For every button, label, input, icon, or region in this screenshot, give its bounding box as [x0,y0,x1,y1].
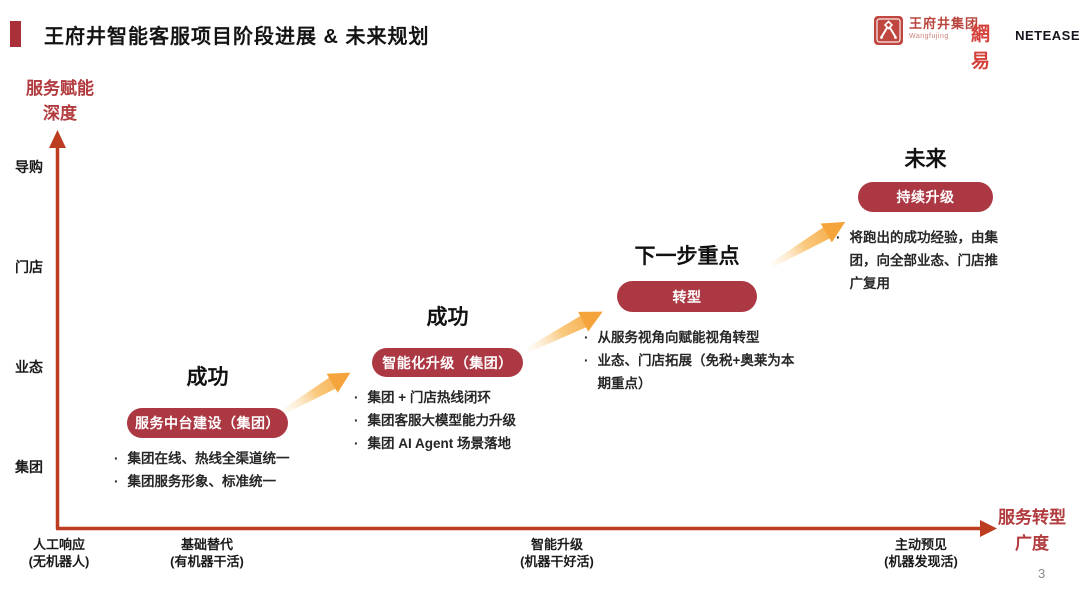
stage1-pill: 服务中台建设（集团） [127,408,288,438]
bullet-item: 集团 + 门店热线闭环 [354,386,516,409]
y-tick-mendian: 门店 [15,259,43,275]
x-tick-manual-response: 人工响应 (无机器人) [28,537,90,569]
stage2-bullets: 集团 + 门店热线闭环 集团客服大模型能力升级 集团 AI Agent 场景落地 [354,386,517,455]
y-axis-arrowhead [49,130,66,148]
y-tick-daogou: 导购 [15,159,43,175]
stage2-pill: 智能化升级（集团） [372,348,523,377]
bullet-item: 将跑出的成功经验，由集团，向全部业态、门店推广复用 [836,226,1008,295]
netease-en-wordmark: NETEASE [1015,28,1080,43]
stage2-heading: 成功 [426,306,469,329]
bullet-item: 集团服务形象、标准统一 [114,470,290,493]
y-tick-yetai: 业态 [15,359,43,375]
x-tick-proactive-foresight: 主动预见 (机器发现活) [884,537,958,569]
stage3-pill: 转型 [617,281,757,312]
x-tick-intelligent-upgrade: 智能升级 (机器干好活) [520,537,594,569]
title-accent-bar [10,21,21,47]
wangfujing-name: 王府井集团 [909,16,980,31]
wangfujing-logo-icon [874,16,903,45]
bullet-item: 集团在线、热线全渠道统一 [114,447,290,470]
x-axis-label: 服务转型 广度 [998,508,1066,553]
bullet-item: 集团客服大模型能力升级 [354,409,517,432]
stage1-heading: 成功 [186,366,229,389]
stage4-bullets: 将跑出的成功经验，由集团，向全部业态、门店推广复用 [836,226,1008,295]
stage4-heading: 未来 [904,148,947,171]
page-title: 王府井智能客服项目阶段进展 & 未来规划 [44,26,430,48]
bullet-item: 业态、门店拓展（免税+奥莱为本期重点） [584,349,806,395]
stage3-heading: 下一步重点 [634,245,740,268]
stage4-pill: 持续升级 [858,182,993,212]
y-axis-label: 服务赋能 深度 [26,79,94,123]
bullet-item: 从服务视角向赋能视角转型 [584,326,806,349]
x-tick-basic-substitution: 基础替代 (有机器干活) [170,537,244,569]
x-axis [56,520,997,537]
stage1-bullets: 集团在线、热线全渠道统一 集团服务形象、标准统一 [114,447,290,493]
wangfujing-logo-text: 王府井集团 Wangfujing [909,17,979,40]
progress-arrow-1 [281,372,351,415]
wangfujing-subtitle: Wangfujing [909,33,949,40]
netease-cn-wordmark: 網易 [971,23,993,72]
y-tick-jituan: 集团 [15,459,43,475]
page-number: 3 [1038,566,1046,581]
bullet-item: 集团 AI Agent 场景落地 [354,432,516,455]
netease-logo: 網易 NETEASE [971,19,1080,73]
stage3-bullets: 从服务视角向赋能视角转型 业态、门店拓展（免税+奥莱为本期重点） [584,326,806,395]
y-axis [49,130,66,529]
